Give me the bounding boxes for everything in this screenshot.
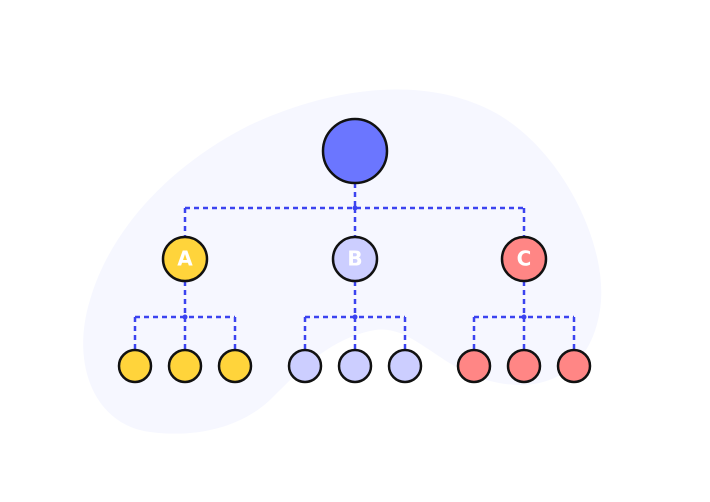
child-node-c-3 xyxy=(556,348,592,384)
child-node-b-1 xyxy=(287,348,323,384)
child-node-c-1 xyxy=(456,348,492,384)
child-node-a-3 xyxy=(217,348,253,384)
child-node-c-2-circle xyxy=(506,348,542,384)
group-node-b-label: B xyxy=(347,247,362,271)
child-node-c-1-circle xyxy=(456,348,492,384)
child-node-b-2-circle xyxy=(337,348,373,384)
group-node-c-label: C xyxy=(517,247,532,271)
child-node-c-2 xyxy=(506,348,542,384)
group-node-a-circle xyxy=(161,235,209,283)
child-node-b-3 xyxy=(387,348,423,384)
child-node-a-1-circle xyxy=(117,348,153,384)
connector-lines xyxy=(133,183,576,350)
group-node-b: B xyxy=(331,235,379,283)
group-node-a: A xyxy=(161,235,209,283)
tree-nodes: A B C xyxy=(117,117,592,384)
child-node-b-1-circle xyxy=(287,348,323,384)
root-node-circle xyxy=(321,117,389,185)
child-node-b-3-circle xyxy=(387,348,423,384)
group-node-a-label: A xyxy=(177,247,193,271)
child-node-a-1 xyxy=(117,348,153,384)
child-node-b-2 xyxy=(337,348,373,384)
child-node-a-3-circle xyxy=(217,348,253,384)
root-node xyxy=(321,117,389,185)
child-node-a-2-circle xyxy=(167,348,203,384)
child-node-a-2 xyxy=(167,348,203,384)
child-node-c-3-circle xyxy=(556,348,592,384)
group-node-b-circle xyxy=(331,235,379,283)
group-node-c: C xyxy=(500,235,548,283)
group-node-c-circle xyxy=(500,235,548,283)
